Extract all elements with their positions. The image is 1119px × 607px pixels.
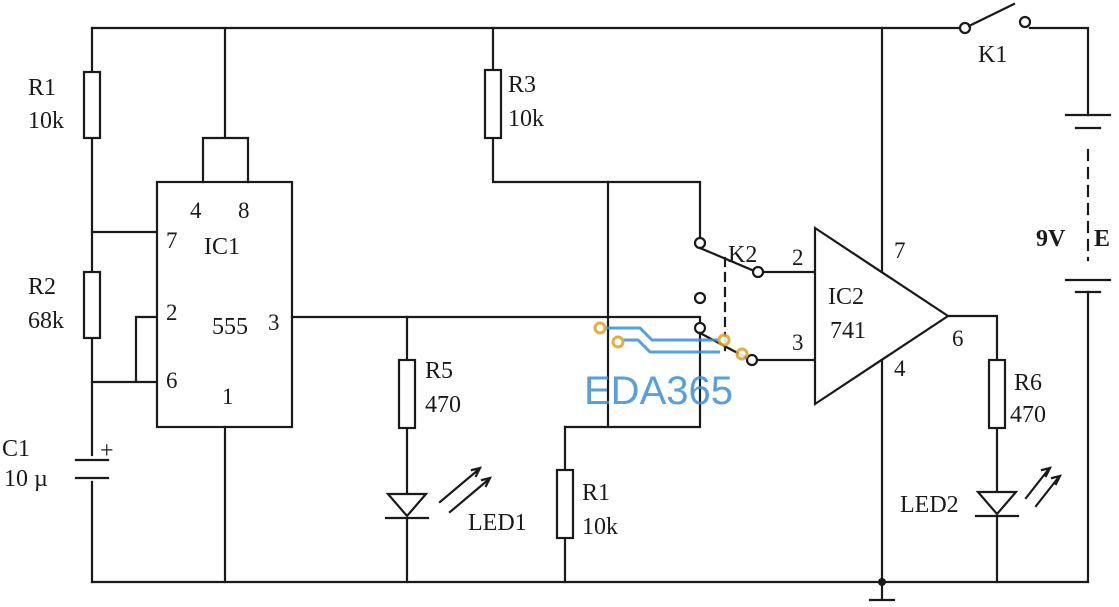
r3-resistor <box>483 68 503 140</box>
pin26-wire <box>90 315 159 384</box>
r2-value: 68k <box>28 308 64 334</box>
k2-ref: K2 <box>728 242 757 268</box>
ic1-pin6: 6 <box>166 368 178 393</box>
ic1-pin2: 2 <box>166 300 178 325</box>
battery-voltage: 9V <box>1036 226 1066 252</box>
r6-value: 470 <box>1010 402 1046 428</box>
ic1-pin4: 4 <box>190 198 202 223</box>
ic1-pin7: 7 <box>166 228 178 253</box>
r6-resistor <box>987 358 1007 430</box>
k2-contact-d <box>693 321 707 335</box>
ic1-pin1: 1 <box>222 384 234 409</box>
ic1-pin48-wire <box>201 26 250 184</box>
r2-ref: R2 <box>28 274 56 300</box>
led2-diode <box>975 490 1019 516</box>
ic1-pin3: 3 <box>268 310 280 335</box>
c1-value: 10 µ <box>4 466 48 492</box>
c1-ref: C1 <box>2 436 30 462</box>
ic2-pin4: 4 <box>894 356 906 381</box>
r3-wire <box>491 26 702 240</box>
ic2-pin3: 3 <box>792 330 804 355</box>
bottom-rail <box>90 290 1090 584</box>
r3-ref: R3 <box>508 72 536 98</box>
r1-bottom-resistor <box>555 468 575 540</box>
r1-top-value: 10k <box>28 108 64 134</box>
led2-ref: LED2 <box>900 492 959 518</box>
r1-bottom-value: 10k <box>582 514 618 540</box>
ic2-output-wire <box>946 314 999 584</box>
r3-value: 10k <box>508 106 544 132</box>
k2-contact-e <box>745 353 759 367</box>
watermark-logo <box>593 321 749 361</box>
k1-blade <box>967 2 1016 28</box>
watermark-text: EDA365 <box>584 369 733 413</box>
r5-ref: R5 <box>425 358 453 384</box>
led1-light-arrows <box>438 466 493 514</box>
led1-ref: LED1 <box>468 510 527 536</box>
k2-contact-c <box>693 291 707 305</box>
ic1-ref: IC1 <box>204 234 240 260</box>
led1-diode <box>385 492 429 518</box>
ic1-555-body <box>155 180 294 429</box>
r5-resistor <box>397 358 417 430</box>
k2-contact-b <box>751 265 765 279</box>
k1-contact-left <box>958 21 972 35</box>
battery-ref: E <box>1094 226 1110 252</box>
ic2-ref: IC2 <box>828 284 864 310</box>
r1-top-resistor <box>82 70 102 140</box>
k1-contact-right <box>1018 15 1032 29</box>
r2-resistor <box>82 270 102 340</box>
r1-bottom-ref: R1 <box>582 480 610 506</box>
ic1-pin8: 8 <box>238 198 250 223</box>
ic1-type: 555 <box>212 314 248 340</box>
ic2-type: 741 <box>830 318 866 344</box>
ic2-pin2: 2 <box>792 245 804 270</box>
led2-light-arrows <box>1024 466 1063 508</box>
r5-value: 470 <box>425 392 461 418</box>
ic2-pin4-wire <box>868 358 896 602</box>
node-vertical <box>563 180 702 429</box>
ic2-pin7: 7 <box>894 238 906 263</box>
r1-top-ref: R1 <box>28 75 56 101</box>
top-rail <box>90 26 1090 117</box>
k1-ref: K1 <box>978 42 1007 68</box>
ic2-pin6: 6 <box>952 326 964 351</box>
r6-ref: R6 <box>1014 370 1042 396</box>
k2-contact-a <box>693 236 707 250</box>
c1-plus-sign: + <box>100 438 114 464</box>
ground-junction <box>878 578 886 586</box>
